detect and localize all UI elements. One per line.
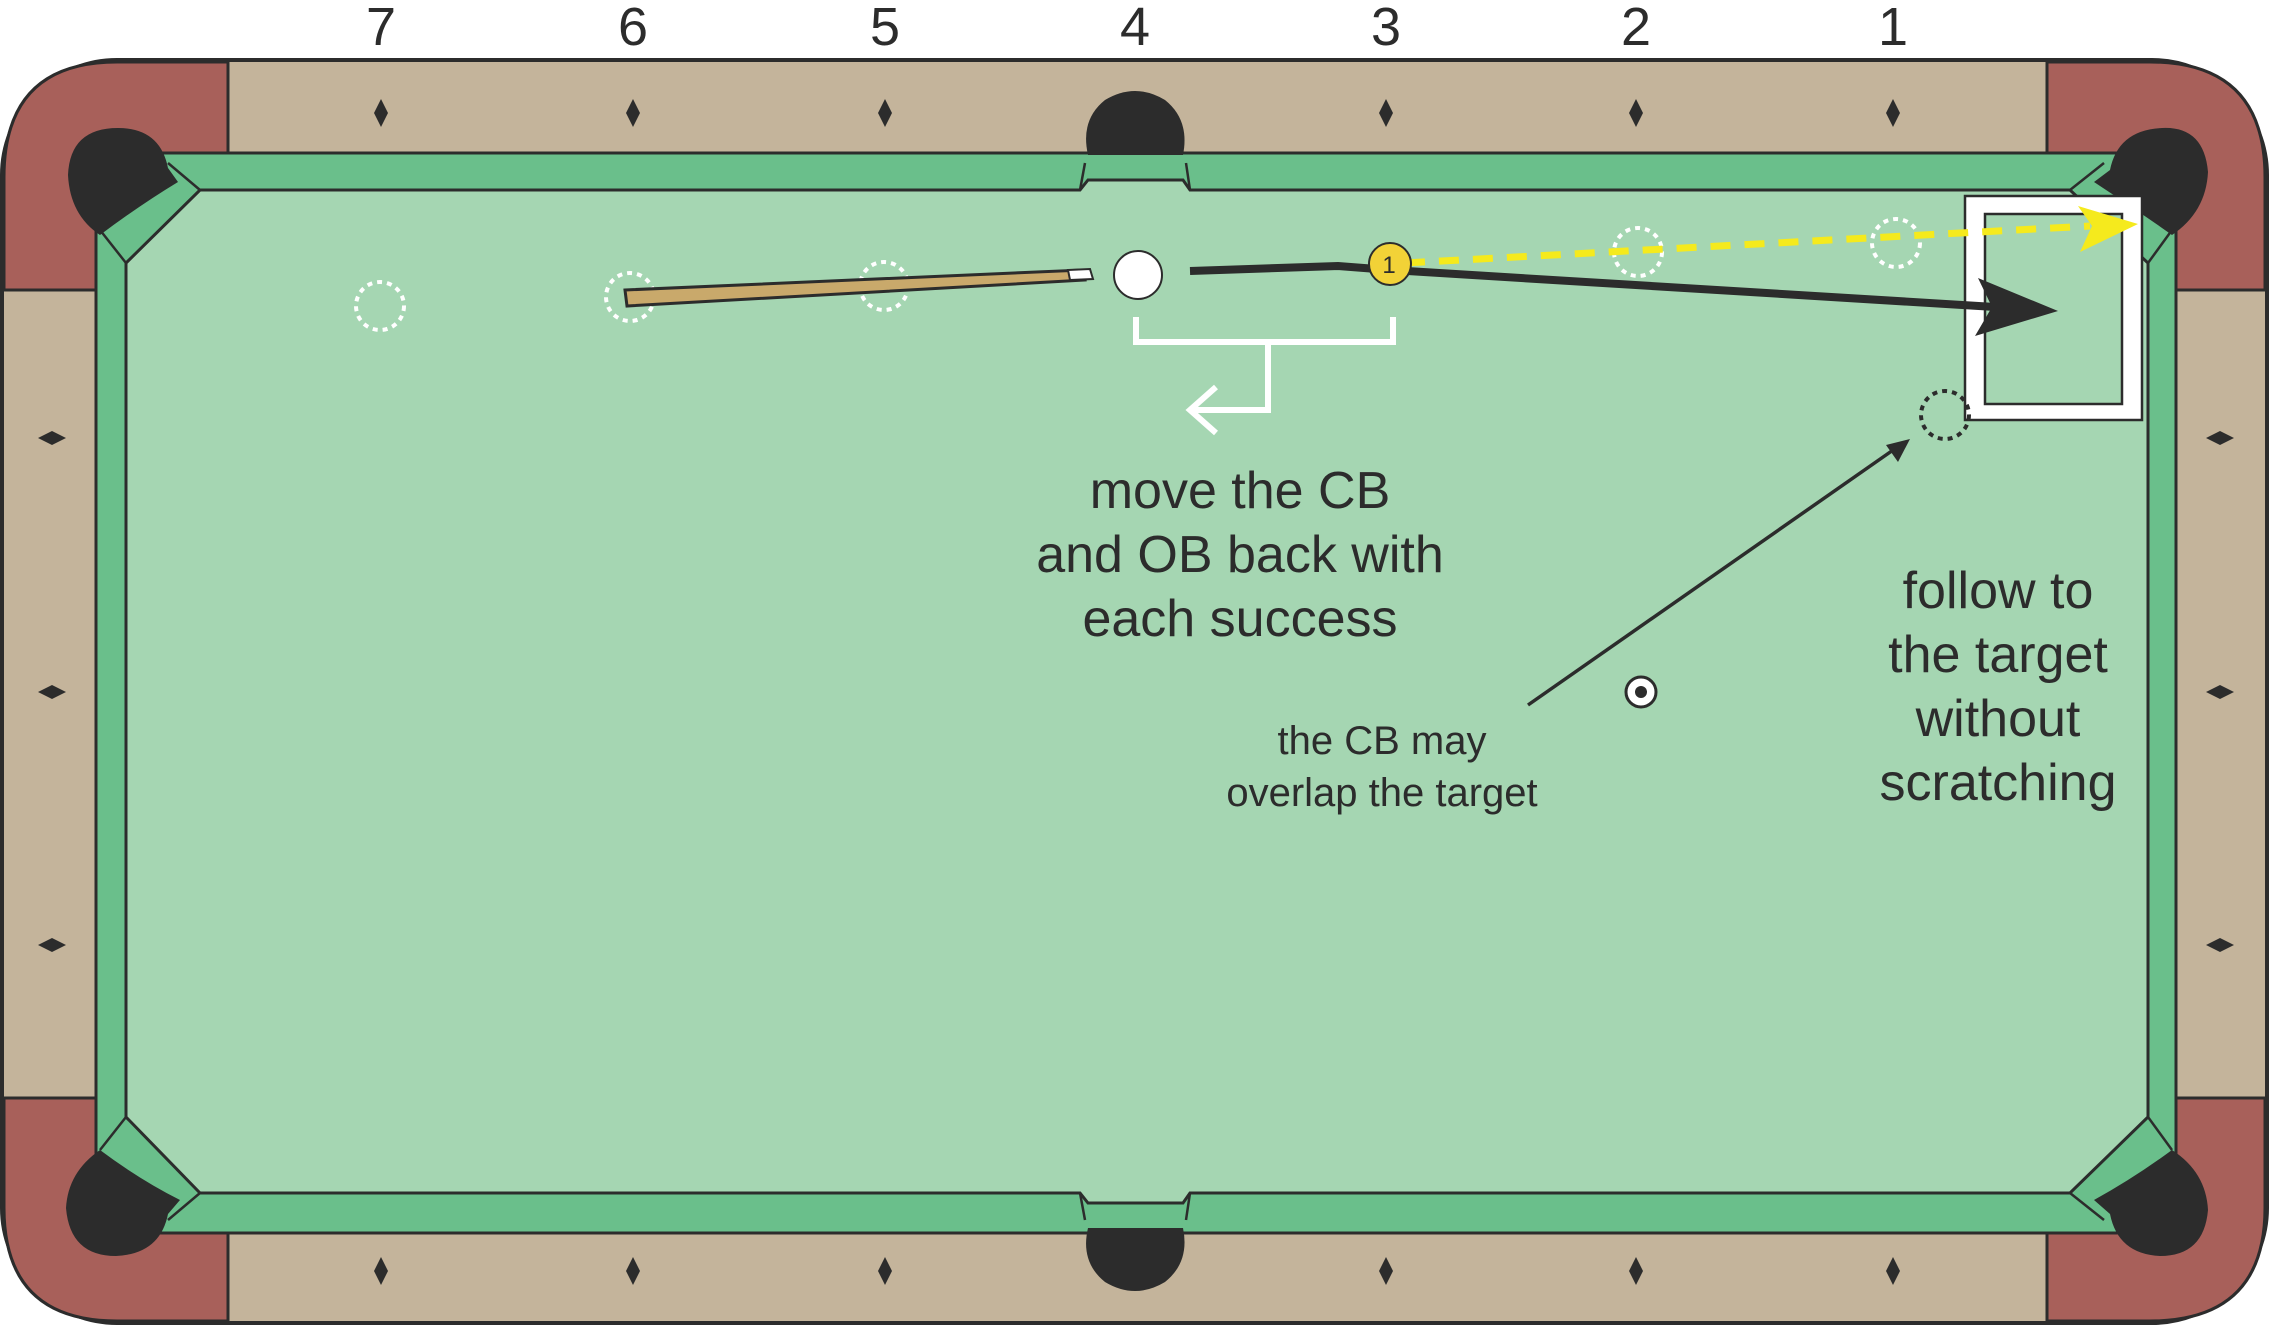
note-line: move the CB (1090, 462, 1391, 520)
diamond-sight (626, 99, 640, 127)
diamond-number-6: 6 (618, 0, 648, 57)
diamond-number-2: 2 (1621, 0, 1651, 57)
diamond-sight (626, 1257, 640, 1285)
cue-ball-path-arrowhead (1975, 278, 2058, 336)
diamond-number-1: 1 (1878, 0, 1908, 57)
note-line: the CB may (1278, 719, 1487, 763)
corner-top-left (2, 60, 230, 292)
ghost-ball (1870, 217, 1922, 269)
diamond-sight (878, 99, 892, 127)
cushion-noses (99, 162, 2174, 1221)
cue-ball-ghost-target (1919, 389, 1971, 441)
overlap-pointer-arrowhead (1886, 439, 1910, 462)
note-overlap: the CB may overlap the target (1226, 719, 1537, 815)
diamond-sight (1629, 1257, 1643, 1285)
diamond-sight (2206, 685, 2234, 699)
ghost-ball (354, 280, 406, 332)
note-line: scratching (1880, 754, 2117, 812)
corner-bottom-right (2045, 1096, 2267, 1323)
diamond-sight (2206, 938, 2234, 952)
diamond-sight (878, 1257, 892, 1285)
note-line: the target (1888, 626, 2108, 684)
diamond-sight (1629, 99, 1643, 127)
note-line: overlap the target (1226, 771, 1537, 815)
diamond-number-row: 7 6 5 4 3 2 1 (366, 0, 1908, 57)
diamond-sight (38, 938, 66, 952)
cue-stick (623, 267, 1095, 308)
pocket-top-side (1086, 91, 1185, 155)
overlap-pointer (1526, 439, 1910, 707)
diamond-number-7: 7 (366, 0, 396, 57)
corner-bottom-left (2, 1096, 230, 1323)
object-ball-path-arrowhead (2078, 206, 2138, 252)
note-line: and OB back with (1036, 526, 1444, 584)
corner-top-right (2045, 60, 2267, 292)
diamond-number-4: 4 (1120, 0, 1150, 57)
diamond-sight (374, 1257, 388, 1285)
pocket-top-left (68, 128, 178, 235)
diamond-number-5: 5 (870, 0, 900, 57)
pocket-bottom-side (1086, 1228, 1185, 1291)
note-line: without (1915, 690, 2081, 748)
diamond-sight (2206, 431, 2234, 445)
diamond-sight (1379, 99, 1393, 127)
diamond-sights (38, 99, 2234, 1285)
cue-ball-path (1189, 261, 2058, 336)
object-ball-path (1404, 206, 2138, 267)
diamond-sight (1886, 1257, 1900, 1285)
pocket-bottom-right (2094, 1150, 2208, 1256)
pocket-top-right (2094, 127, 2208, 235)
diamond-sight (1379, 1257, 1393, 1285)
pocket-bottom-left (66, 1150, 180, 1256)
note-follow: follow to the target without scratching (1880, 562, 2117, 812)
foot-spot (1624, 675, 1658, 709)
object-ball-number: 1 (1382, 252, 1395, 279)
diamond-sight (374, 99, 388, 127)
note-line: follow to (1903, 562, 2094, 620)
move-back-bracket (1133, 317, 1396, 436)
pockets (66, 91, 2208, 1291)
note-line: each success (1082, 590, 1397, 648)
move-back-arrowhead (1185, 384, 1218, 436)
diamond-sight (1886, 99, 1900, 127)
object-ball-1: 1 (1368, 242, 1412, 286)
note-move-back: move the CB and OB back with each succes… (1036, 462, 1444, 648)
diamond-sight (38, 431, 66, 445)
diamond-sight (38, 685, 66, 699)
cue-ball (1113, 250, 1163, 300)
diamond-number-3: 3 (1371, 0, 1401, 57)
